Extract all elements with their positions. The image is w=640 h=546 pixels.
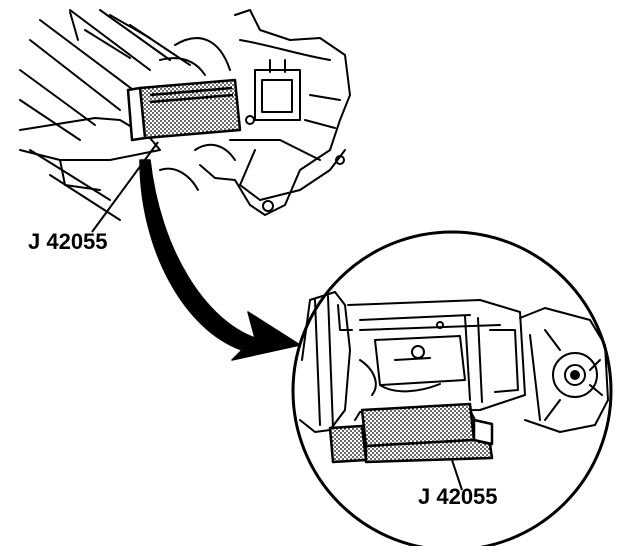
transmission-detail xyxy=(299,291,609,433)
zoom-arrow xyxy=(139,159,301,361)
tool-j42055-detail xyxy=(328,402,494,464)
detail-circle xyxy=(291,230,613,546)
leader-line-upper xyxy=(91,141,159,233)
floor-pan-ribs xyxy=(19,9,191,221)
vehicle-underside-overview xyxy=(19,9,351,221)
callout-label-upper: J 42055 xyxy=(28,229,108,254)
detail-view xyxy=(291,230,613,546)
callout-label-lower: J 42055 xyxy=(418,484,498,509)
tool-j42055-upper xyxy=(126,78,242,142)
leader-line-lower xyxy=(451,459,463,491)
